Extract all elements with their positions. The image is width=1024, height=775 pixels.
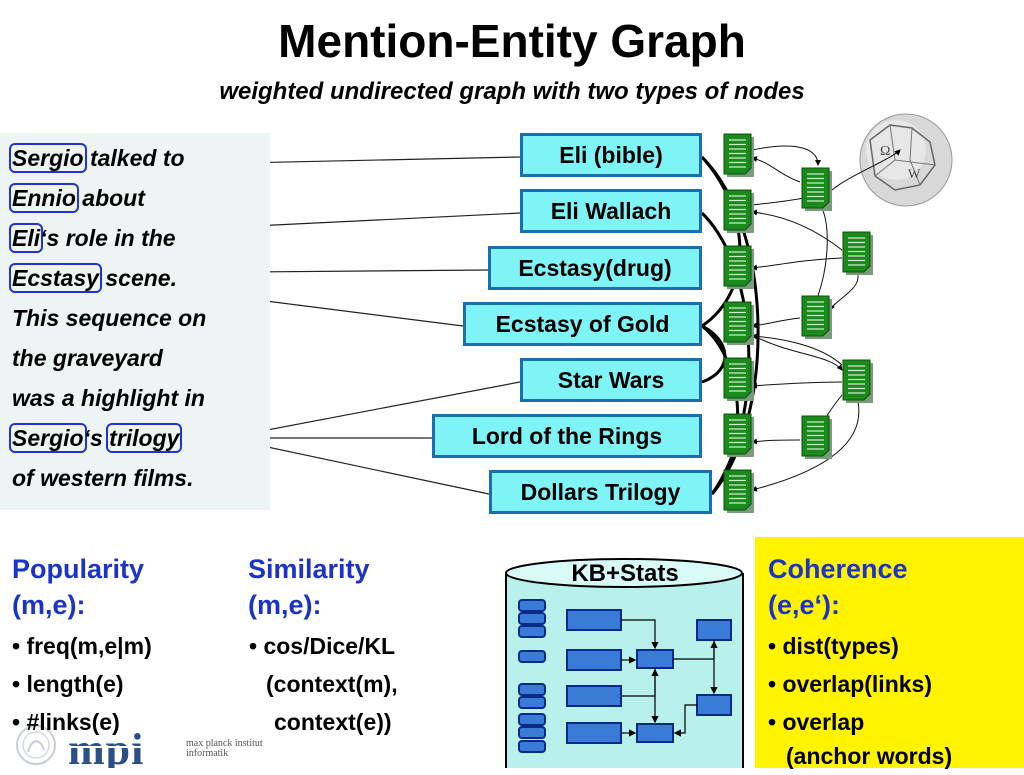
document-icon — [723, 133, 754, 177]
wikipedia-globe-icon: Ω W — [859, 113, 953, 207]
mpi-logo-text: max planck institut informatik — [186, 739, 263, 759]
text-line: Ecstasy scene. — [9, 263, 177, 293]
mpi-logo-line1: max planck institut — [186, 738, 263, 749]
similarity-item: (context(m), — [266, 671, 398, 697]
document-icon — [723, 469, 754, 513]
coherence-heading: Coherence (e,e‘): — [768, 551, 908, 623]
entity-node: Dollars Trilogy — [489, 470, 712, 514]
coherence-heading-line2: (e,e‘): — [768, 590, 841, 620]
similarity-item: context(e)) — [274, 709, 392, 735]
coherence-heading-line1: Coherence — [768, 554, 908, 584]
similarity-item: • cos/Dice/KL — [249, 633, 396, 659]
popularity-heading-line2: (m,e): — [12, 590, 86, 620]
entity-node: Ecstasy of Gold — [463, 302, 702, 346]
coherence-item: • dist(types) — [768, 633, 899, 659]
text-line: was a highlight in — [12, 385, 205, 412]
popularity-heading-line1: Popularity — [12, 554, 145, 584]
popularity-heading: Popularity (m,e): — [12, 551, 144, 623]
text-fragment: ‘s role in the — [40, 225, 176, 251]
document-icon — [723, 301, 754, 345]
similarity-heading: Similarity (m,e): — [248, 551, 370, 623]
coherence-item: • overlap — [768, 709, 865, 735]
document-nodes — [723, 133, 873, 513]
document-icon — [723, 357, 754, 401]
entity-node: Lord of the Rings — [432, 414, 702, 458]
coherence-item: (anchor words) — [786, 743, 953, 769]
input-text-panel — [0, 133, 270, 510]
document-icon — [723, 189, 754, 233]
text-fragment: was a highlight in — [12, 385, 205, 411]
text-line: Sergio talked to — [9, 143, 185, 173]
kb-database-icon — [505, 558, 744, 768]
similarity-heading-line1: Similarity — [248, 554, 370, 584]
popularity-item: • freq(m,e|m) — [12, 633, 152, 659]
entity-node: Ecstasy(drug) — [488, 246, 702, 290]
text-fragment: the graveyard — [12, 345, 163, 371]
text-line: the graveyard — [12, 345, 163, 372]
mention-box: Eli — [9, 223, 44, 253]
popularity-item: • #links(e) — [12, 709, 120, 735]
text-line: Eli‘s role in the — [9, 223, 176, 253]
kb-label: KB+Stats — [571, 560, 679, 587]
mpi-logo: mpi — [68, 725, 180, 768]
text-line: This sequence on — [12, 305, 206, 332]
popularity-item: • length(e) — [12, 671, 124, 697]
page-title: Mention-Entity Graph — [278, 15, 746, 67]
text-line: Ennio about — [9, 183, 145, 213]
coherence-box — [755, 537, 1024, 768]
coherence-item: • overlap(links) — [768, 671, 932, 697]
mpi-seal-icon — [16, 725, 56, 765]
document-icon — [801, 415, 832, 459]
page-subtitle: weighted undirected graph with two types… — [219, 78, 805, 105]
document-icon — [842, 231, 873, 275]
mpi-logo-line2: informatik — [186, 748, 229, 759]
document-icon — [801, 295, 832, 339]
svg-text:W: W — [908, 166, 921, 181]
text-fragment: This sequence on — [12, 305, 207, 331]
text-line: Sergio‘s trilogy — [9, 423, 183, 453]
document-icon — [723, 245, 754, 289]
document-icon — [723, 413, 754, 457]
mention-box: trilogy — [106, 423, 183, 453]
document-icon — [801, 167, 832, 211]
similarity-heading-line2: (m,e): — [248, 590, 322, 620]
document-icon — [842, 359, 873, 403]
svg-text:Ω: Ω — [880, 144, 890, 159]
mention-box: Sergio — [9, 423, 87, 453]
mention-box: Ecstasy — [9, 263, 102, 293]
text-fragment: ‘s — [83, 425, 110, 451]
entity-node: Eli (bible) — [520, 133, 702, 177]
text-fragment: talked to — [83, 145, 185, 171]
text-fragment: of western films. — [12, 465, 194, 491]
mention-box: Ennio — [9, 183, 79, 213]
mention-box: Sergio — [9, 143, 87, 173]
text-line: of western films. — [12, 465, 193, 492]
text-fragment: scene. — [98, 265, 177, 291]
text-fragment: about — [75, 185, 145, 211]
entity-node: Star Wars — [520, 358, 702, 402]
entity-node: Eli Wallach — [520, 189, 702, 233]
